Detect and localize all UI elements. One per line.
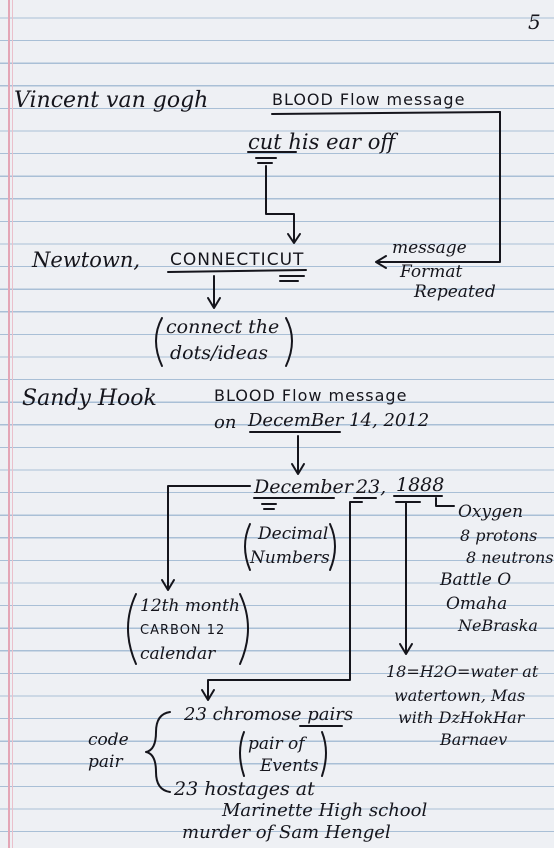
arrowhead-7 <box>201 689 215 701</box>
paren-decimal-left <box>244 523 251 571</box>
note-carbon-12: CARBON 12 <box>140 623 226 638</box>
note-cut-ear: cut his ear off <box>248 130 396 154</box>
note-hostages: 23 hostages at <box>174 778 315 800</box>
note-dzhokhar: with DzHokHar <box>398 708 525 727</box>
note-protons: 8 protons <box>460 526 538 545</box>
arrowhead-5 <box>161 579 175 591</box>
paren-dots-left <box>155 317 163 367</box>
paren-dots-right <box>285 317 293 367</box>
note-repeated: Repeated <box>414 282 496 302</box>
code-pair-brace <box>145 711 171 793</box>
underline-connecticut <box>167 269 307 273</box>
note-newtown: Newtown, <box>32 248 141 272</box>
note-12th-month: 12th month <box>140 596 240 616</box>
note-neutrons: 8 neutrons <box>466 548 554 567</box>
note-december-14: DecemBer 14, 2012 <box>248 410 430 431</box>
underline-blood-flow-1 <box>271 111 501 115</box>
note-pair-of: pair of <box>248 734 305 754</box>
arrowhead-1 <box>287 233 301 244</box>
note-blood-flow-1: BLOOD Flow message <box>272 90 466 109</box>
note-pair: pair <box>88 752 123 772</box>
note-1888: 1888 <box>396 474 445 496</box>
arrow-23-to-chromosome <box>207 501 363 699</box>
note-murder: murder of Sam Hengel <box>182 822 391 843</box>
arrowhead-6 <box>399 643 413 655</box>
note-oxygen: Oxygen <box>458 502 524 522</box>
paren-events-left <box>239 731 245 777</box>
paren-month-left <box>127 593 137 665</box>
arrow-dec-to-month <box>167 485 251 589</box>
arrowhead-2 <box>375 255 387 269</box>
note-barnaev: Barnaev <box>440 730 508 749</box>
page-number: 5 <box>528 10 541 34</box>
note-december: December <box>254 476 353 498</box>
note-format: Format <box>400 262 463 282</box>
paren-events-right <box>321 731 327 777</box>
note-message: message <box>392 238 467 258</box>
note-sandy-hook: Sandy Hook <box>22 386 157 411</box>
note-code: code <box>88 730 129 750</box>
note-decimal: Decimal <box>258 524 329 544</box>
arrowhead-3 <box>207 297 221 309</box>
paren-decimal-right <box>329 523 336 571</box>
note-connect-the: connect the <box>166 316 280 338</box>
note-blood-flow-2: BLOOD Flow message <box>214 386 408 405</box>
note-numbers: Numbers <box>250 548 330 568</box>
paren-month-right <box>239 593 249 665</box>
note-on: on <box>214 412 237 433</box>
note-events: Events <box>260 756 319 776</box>
arrow-1888-to-oxygen <box>435 497 455 507</box>
margin-line <box>8 0 10 848</box>
arrowhead-4 <box>291 463 305 475</box>
note-dots-ideas: dots/ideas <box>170 342 268 364</box>
note-vincent: Vincent van gogh <box>14 88 209 113</box>
note-omaha: Omaha <box>446 594 508 614</box>
note-watertown: watertown, Mas <box>394 686 526 705</box>
note-marinette: Marinette High school <box>222 800 428 821</box>
note-calendar: calendar <box>140 644 216 664</box>
note-23: 23, <box>356 476 387 498</box>
note-battle: Battle O <box>440 570 512 590</box>
note-connecticut: CONNECTICUT <box>170 250 305 270</box>
note-chromosome: 23 chromose pairs <box>184 704 354 725</box>
note-h2o-water: 18=H2O=water at <box>386 662 539 681</box>
arrow-cut-to-connecticut <box>265 165 295 243</box>
bracket-blood-flow <box>377 111 501 263</box>
margin-line-inner <box>12 0 13 848</box>
note-nebraska: NeBraska <box>458 616 538 635</box>
